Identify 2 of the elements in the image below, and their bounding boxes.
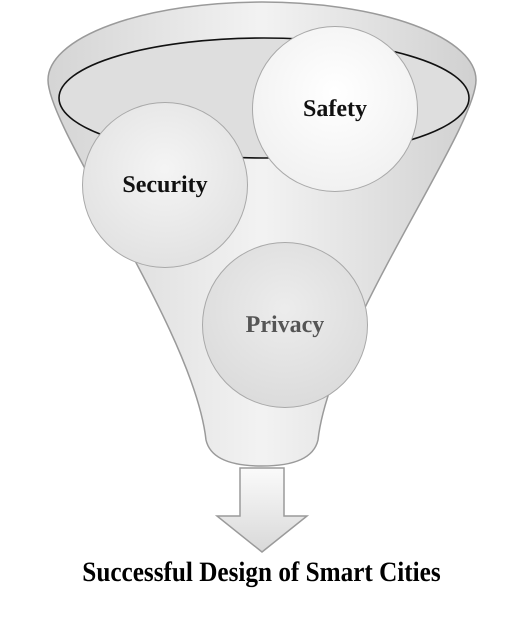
block-arrow xyxy=(214,467,310,553)
result-label: Successful Design of Smart Cities xyxy=(80,556,443,628)
